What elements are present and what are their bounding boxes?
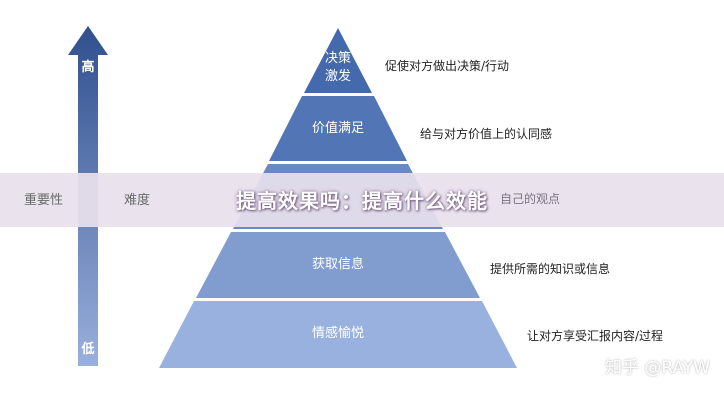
level-2-label: 价值满足 — [311, 121, 364, 136]
watermark: 知乎 @RAYW — [604, 358, 710, 378]
level-2-description: 给与对方价值上的认同感 — [420, 127, 553, 141]
arrow-low-label: 低 — [81, 342, 95, 357]
level-5-label: 情感愉悦 — [311, 326, 364, 341]
pyramid-layer-5 — [159, 301, 517, 368]
title-banner: 重要性 难度 自己的观点 提高效果吗：提高什么效能 — [0, 173, 724, 227]
pyramid-layer-1 — [304, 28, 372, 93]
level-1-label-line-2: 激发 — [324, 69, 351, 84]
level-1-label-line-1: 决策 — [324, 51, 351, 66]
level-1-description: 促使对方做出决策/行动 — [385, 59, 510, 73]
banner-difficulty-label: 难度 — [124, 193, 151, 208]
level-5-description: 让对方享受汇报内容/过程 — [527, 329, 664, 343]
banner-importance-label: 重要性 — [24, 193, 64, 208]
arrow-high-label: 高 — [81, 60, 95, 75]
banner-title: 提高效果吗：提高什么效能 — [236, 189, 488, 213]
pyramid-layer-2 — [269, 96, 407, 161]
level-1-label: 决策 激发 — [303, 50, 373, 86]
level-4-label: 获取信息 — [311, 257, 364, 272]
pyramid-layer-4 — [196, 232, 480, 298]
banner-level-3-description: 自己的观点 — [500, 192, 561, 206]
level-4-description: 提供所需的知识或信息 — [490, 262, 611, 276]
